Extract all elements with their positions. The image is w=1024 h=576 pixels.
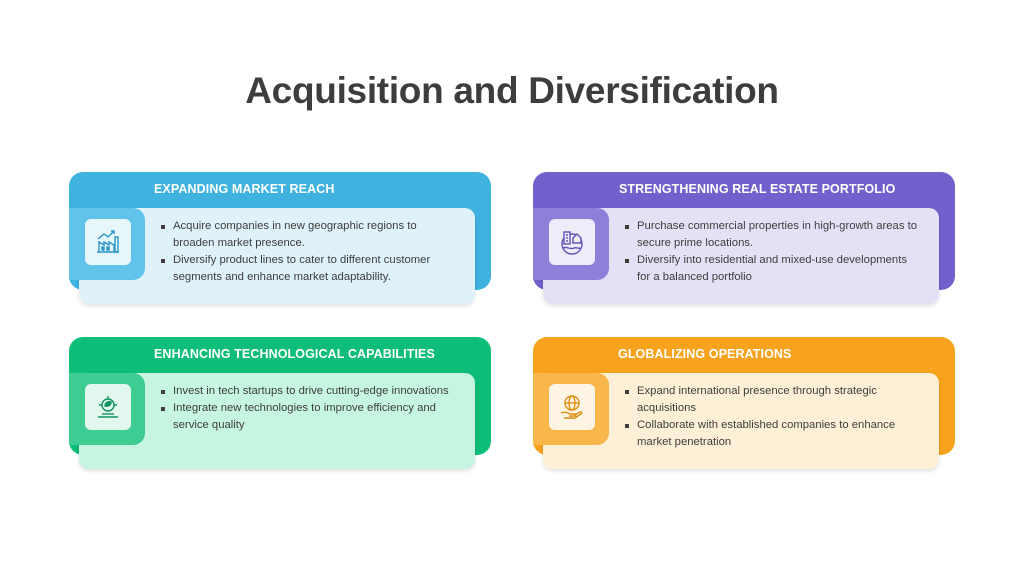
bullet-list: Invest in tech startups to drive cutting… [159, 383, 459, 434]
card-heading: ENHANCING TECHNOLOGICAL CAPABILITIES [154, 347, 435, 361]
factory-growth-icon [97, 230, 119, 253]
page-title: Acquisition and Diversification [245, 70, 779, 111]
eco-tech-icon [98, 396, 118, 418]
list-item: Acquire companies in new geographic regi… [159, 218, 459, 252]
list-item: Diversify product lines to cater to diff… [159, 252, 459, 286]
icon-box [85, 384, 131, 430]
card-globalizing-operations: GLOBALIZING OPERATIONS Expand internatio… [533, 337, 955, 471]
icon-box [549, 384, 595, 430]
bullet-list: Expand international presence through st… [623, 383, 923, 451]
list-item: Collaborate with established companies t… [623, 417, 923, 451]
icon-box [85, 219, 131, 265]
card-body: Acquire companies in new geographic regi… [79, 208, 475, 304]
icon-tab [533, 373, 609, 445]
bullet-list: Acquire companies in new geographic regi… [159, 218, 459, 286]
list-item: Expand international presence through st… [623, 383, 923, 417]
city-globe-icon [561, 231, 583, 255]
icon-tab [69, 373, 145, 445]
card-expanding-market-reach: EXPANDING MARKET REACH Acquire companies… [69, 172, 491, 306]
card-enhancing-technological-capabilities: ENHANCING TECHNOLOGICAL CAPABILITIES Inv… [69, 337, 491, 471]
globe-hand-icon [560, 395, 583, 419]
list-item: Invest in tech startups to drive cutting… [159, 383, 459, 400]
card-heading: GLOBALIZING OPERATIONS [618, 347, 792, 361]
card-strengthening-real-estate-portfolio: STRENGTHENING REAL ESTATE PORTFOLIO Purc… [533, 172, 955, 306]
list-item: Purchase commercial properties in high-g… [623, 218, 923, 252]
card-heading: EXPANDING MARKET REACH [154, 182, 335, 196]
icon-box [549, 219, 595, 265]
list-item: Diversify into residential and mixed-use… [623, 252, 923, 286]
bullet-list: Purchase commercial properties in high-g… [623, 218, 923, 286]
card-heading: STRENGTHENING REAL ESTATE PORTFOLIO [619, 182, 896, 196]
icon-tab [69, 208, 145, 280]
icon-tab [533, 208, 609, 280]
card-body: Purchase commercial properties in high-g… [543, 208, 939, 304]
card-body: Invest in tech startups to drive cutting… [79, 373, 475, 469]
list-item: Integrate new technologies to improve ef… [159, 400, 459, 434]
card-body: Expand international presence through st… [543, 373, 939, 469]
